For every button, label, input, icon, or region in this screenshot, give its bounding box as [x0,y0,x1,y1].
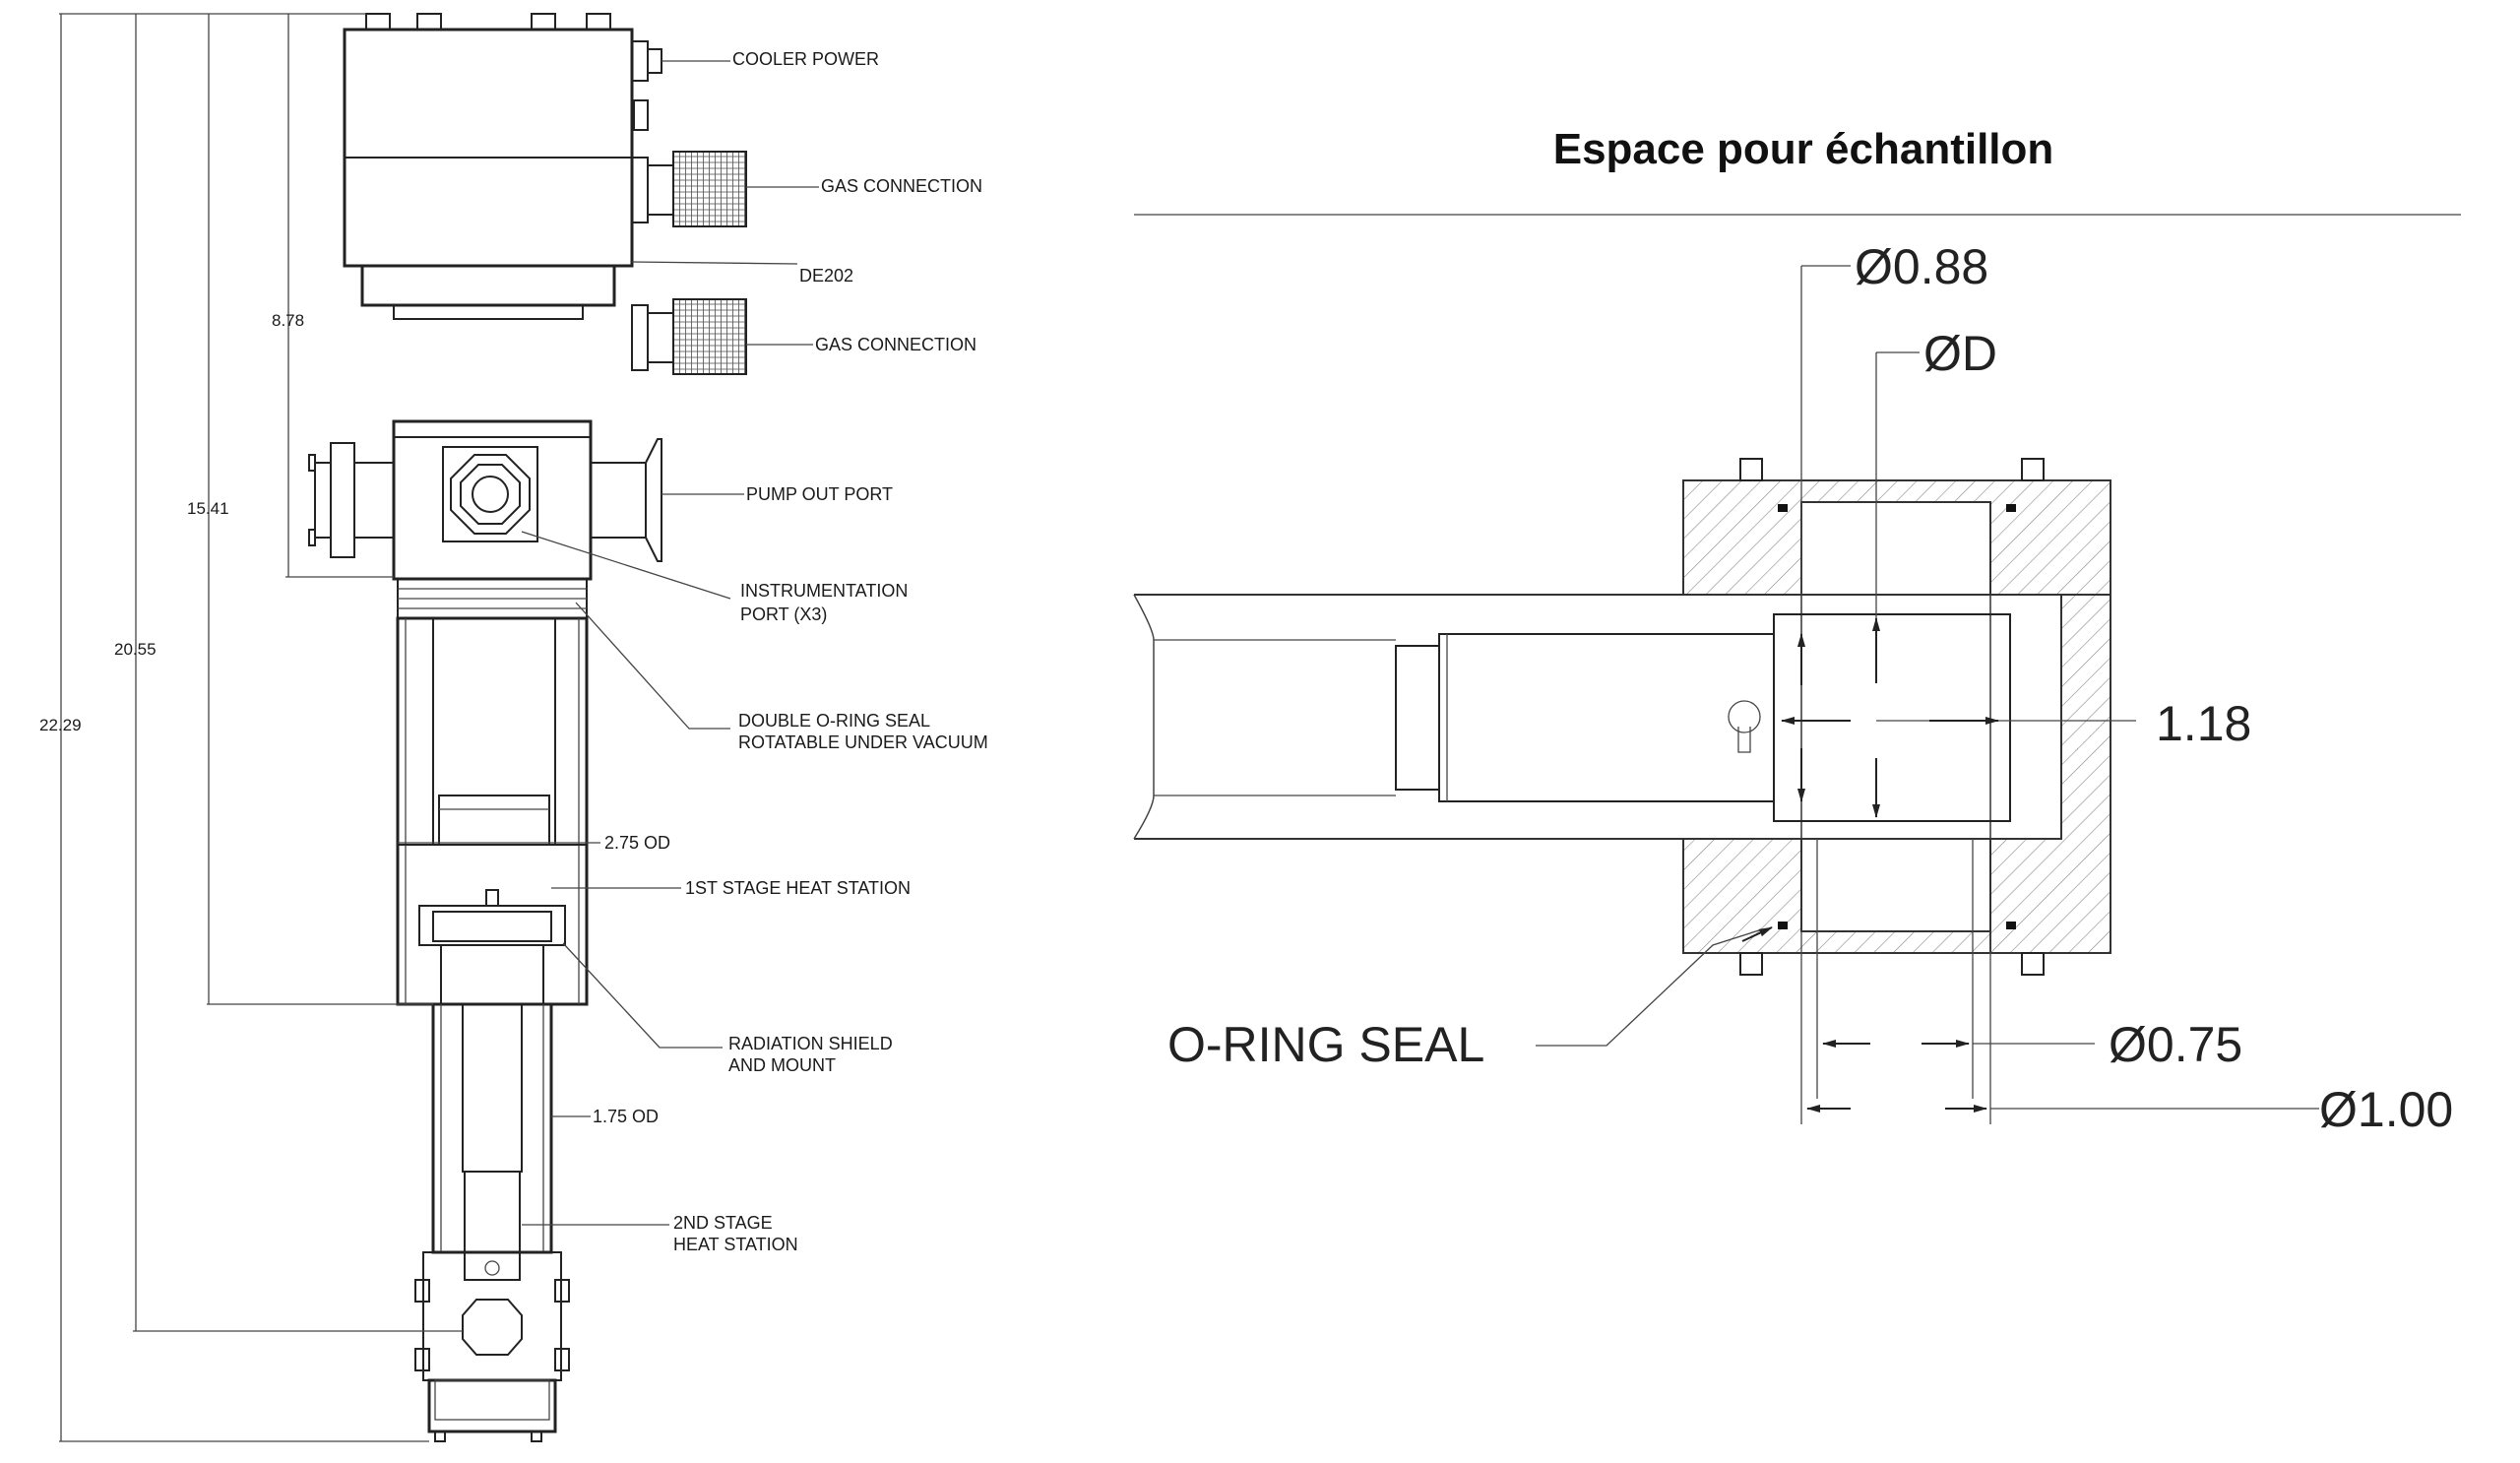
sample-tube [1133,594,2062,840]
vacuum-cross [308,419,662,581]
callout-od-175: 1.75 OD [593,1107,659,1126]
dim-length: 1.18 [2156,696,2251,751]
dim-small-bore: Ø0.75 [2109,1017,2242,1072]
dim-outer-dia: Ø0.88 [1855,239,1988,294]
cryostat-drawing: 8.78 15.41 20.55 22.29 COOLER POWER GAS … [39,13,988,1442]
callout-radiation-shield-2: AND MOUNT [728,1055,836,1075]
callout-radiation-shield-1: RADIATION SHIELD [728,1034,893,1053]
dim-878: 8.78 [272,311,304,330]
gas-connection-top [631,151,747,227]
housing-section [1682,458,2111,976]
oring-seal-label: O-RING SEAL [1167,1017,1484,1072]
sample-space-drawing: Espace pour échantillon [1133,125,2461,1137]
callout-instrumentation-1: INSTRUMENTATION [740,581,908,601]
callout-double-oring-2: ROTATABLE UNDER VACUUM [738,732,988,752]
rotatable-seal [397,578,588,619]
callout-second-stage-2: HEAT STATION [673,1235,798,1254]
callout-cooler-power: COOLER POWER [732,49,879,69]
dim-large-bore: Ø1.00 [2319,1082,2453,1137]
gas-connection-bottom [631,298,747,375]
dimension-lines [1536,265,2319,1124]
callout-gas-connection-bottom: GAS CONNECTION [815,335,976,354]
callout-de202: DE202 [799,266,853,286]
dim-inner-dia: ØD [1923,326,1997,381]
callout-instrumentation-2: PORT (X3) [740,604,827,624]
dim-1541: 15.41 [187,499,229,518]
callout-double-oring-1: DOUBLE O-RING SEAL [738,711,930,731]
cooler-head [343,28,662,320]
dim-2055: 20.55 [114,640,157,659]
callout-gas-connection-top: GAS CONNECTION [821,176,982,196]
callout-od-275: 2.75 OD [604,833,670,853]
vertical-dimensions [59,13,463,1442]
dim-2229: 22.29 [39,716,82,734]
panel-title: Espace pour échantillon [1553,125,2054,173]
top-connectors [365,13,611,31]
callout-pump-out-port: PUMP OUT PORT [746,484,893,504]
callout-leaders [398,60,819,1226]
callout-second-stage-1: 2ND STAGE [673,1213,773,1233]
radiation-shield [414,1002,570,1442]
callout-first-stage: 1ST STAGE HEAT STATION [685,878,911,898]
outer-tube [396,616,589,1006]
